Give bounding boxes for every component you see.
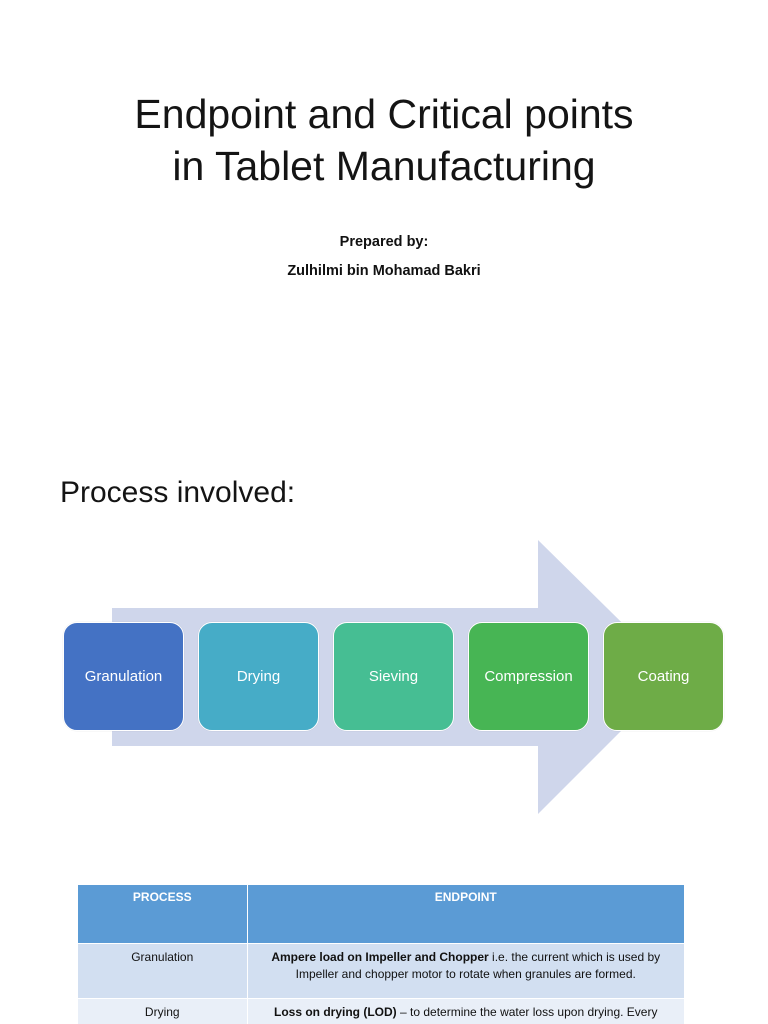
endpoint-cell: Loss on drying (LOD) – to determine the …: [247, 998, 684, 1024]
prepared-by-block: Prepared by: Zulhilmi bin Mohamad Bakri: [0, 228, 768, 286]
title-line-1: Endpoint and Critical points: [134, 91, 634, 137]
endpoint-table: PROCESS ENDPOINT Granulation Ampere load…: [78, 885, 684, 1024]
process-steps: Granulation Drying Sieving Compression C…: [63, 622, 724, 731]
step-label: Granulation: [84, 668, 163, 685]
endpoint-cell: Ampere load on Impeller and Chopper i.e.…: [247, 943, 684, 999]
title-line-2: in Tablet Manufacturing: [172, 143, 596, 189]
prepared-by-label: Prepared by:: [339, 234, 429, 250]
step-coating: Coating: [603, 622, 724, 731]
header-process: PROCESS: [78, 885, 248, 944]
endpoint-description: – to determine the water loss upon dryin…: [394, 1005, 658, 1024]
step-label: Compression: [484, 668, 573, 685]
author-name: Zulhilmi bin Mohamad Bakri: [287, 263, 481, 279]
step-label: Coating: [637, 668, 690, 685]
endpoint-description: i.e. the current which is used by Impell…: [295, 950, 661, 981]
table-row: Granulation Ampere load on Impeller and …: [78, 943, 684, 999]
step-granulation: Granulation: [63, 622, 184, 731]
endpoint-key-term: Loss on drying (LOD): [274, 1005, 397, 1019]
process-cell: Granulation: [78, 943, 248, 999]
endpoint-table-container: PROCESS ENDPOINT Granulation Ampere load…: [78, 885, 684, 1024]
presentation-title: Endpoint and Critical points in Tablet M…: [0, 88, 768, 192]
step-drying: Drying: [198, 622, 319, 731]
table-header-row: PROCESS ENDPOINT: [78, 885, 684, 944]
step-label: Sieving: [368, 668, 419, 685]
process-heading: Process involved:: [60, 476, 296, 509]
endpoint-key-term: Ampere load on Impeller and Chopper: [271, 950, 489, 964]
step-label: Drying: [236, 668, 281, 685]
process-cell: Drying: [78, 998, 248, 1024]
step-compression: Compression: [468, 622, 589, 731]
step-sieving: Sieving: [333, 622, 454, 731]
table-row: Drying Loss on drying (LOD) – to determi…: [78, 998, 684, 1024]
header-endpoint: ENDPOINT: [247, 885, 684, 944]
